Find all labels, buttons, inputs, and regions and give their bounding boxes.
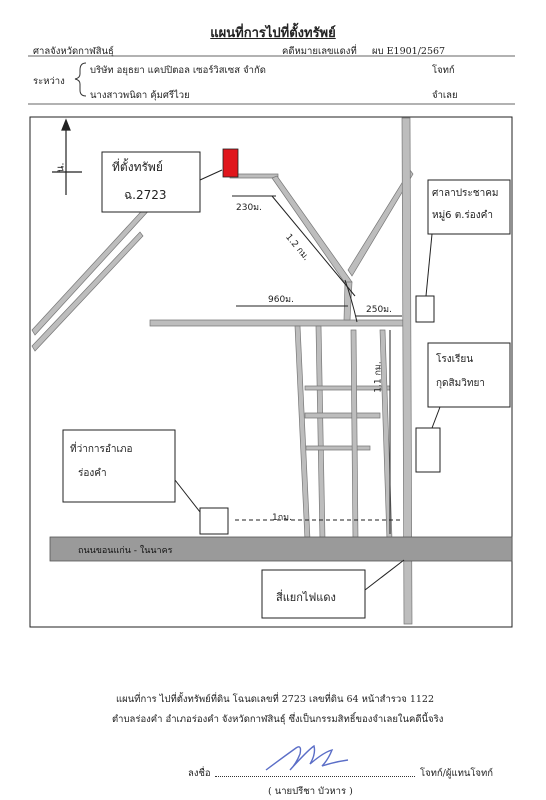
distance-1-1km: 1.1 กม.	[373, 361, 384, 393]
distance-1km: 1กม.	[272, 513, 292, 523]
pointer-line	[174, 479, 201, 513]
school-label-line1: โรงเรียน	[436, 354, 474, 365]
district-label-box	[62, 429, 176, 503]
school-label-box	[427, 342, 511, 408]
case-number: ผบ E1901/2567	[372, 46, 446, 57]
map-frame	[29, 116, 513, 628]
signature-line	[215, 776, 415, 777]
distance-960m: 960ม.	[268, 295, 294, 305]
pointer-line	[199, 169, 223, 181]
between-label: ระหว่าง	[33, 76, 65, 87]
property-label-box	[101, 151, 201, 213]
dimension-lines	[232, 195, 402, 534]
traffic-label-box	[261, 569, 366, 619]
deed-label: ฉ.2723	[124, 188, 167, 202]
plaintiff-role: โจทก์	[432, 65, 455, 76]
north-label: น.	[55, 162, 67, 173]
sign-role: โจทก์/ผู้แทนโจทก์	[420, 768, 494, 779]
defendant-name: นางสาวพนิดา คุ้มศรีไวย	[90, 90, 190, 101]
district-office-building	[199, 507, 229, 535]
plaintiff-name: บริษัท อยุธยา แคปปิตอล เซอร์วิสเซส จำกัด	[90, 65, 266, 76]
hall-building	[415, 295, 435, 323]
distance-230m: 230ม.	[236, 203, 262, 213]
traffic-light-label: สี่แยกไฟแดง	[276, 591, 336, 604]
pointer-line	[425, 233, 433, 297]
signature-image	[265, 744, 349, 771]
page-title: แผนที่การไปที่ตั้งทรัพย์	[210, 26, 336, 41]
pointer-line	[364, 559, 405, 591]
hall-label-box	[427, 179, 511, 235]
distance-250m: 250ม.	[366, 305, 392, 315]
north-arrow-icon	[52, 118, 82, 195]
main-highway	[49, 536, 513, 562]
brace	[74, 62, 87, 97]
school-label-line2: กุดสิมวิทยา	[436, 378, 485, 389]
signer-name: ( นายปรีชา บัวหาร )	[268, 786, 353, 797]
district-label-line2: ร่องคำ	[78, 468, 107, 479]
road-network	[31, 117, 414, 625]
footer-line1: แผนที่การ ไปที่ตั้งทรัพย์ที่ดิน โฉนดเลขท…	[116, 694, 434, 705]
hall-label-line1: ศาลาประชาคม	[432, 188, 499, 199]
footer-line2: ตำบลร่องคำ อำเภอร่องคำ จังหวัดกาฬสินธุ์ …	[112, 714, 444, 725]
property-marker	[222, 148, 239, 178]
road-label: ถนนขอนแก่น - ในนาคร	[78, 546, 173, 556]
property-label: ที่ตั้งทรัพย์	[112, 160, 163, 174]
defendant-role: จำเลย	[432, 90, 458, 101]
pointer-line	[431, 406, 441, 429]
case-label: คดีหมายเลขแดงที่	[282, 46, 357, 57]
district-label-line1: ที่ว่าการอำเภอ	[70, 444, 133, 455]
court-name: ศาลจังหวัดกาฬสินธุ์	[33, 46, 114, 57]
hall-label-line2: หมู่6 ต.ร่องคำ	[432, 210, 493, 221]
school-building	[415, 427, 441, 473]
sign-label: ลงชื่อ	[188, 768, 211, 779]
